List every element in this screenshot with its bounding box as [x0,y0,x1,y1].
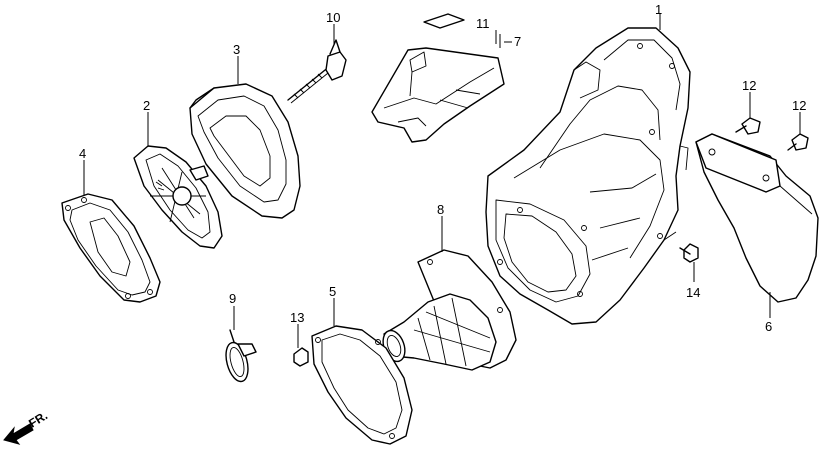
callout-4: 4 [79,146,86,161]
callout-12-b: 12 [792,98,806,113]
part-1-air-cleaner-case [485,27,691,325]
front-arrow-icon [3,423,34,445]
part-3-air-filter [189,83,301,219]
callout-12-a: 12 [742,78,756,93]
callout-2: 2 [143,98,150,113]
callout-10: 10 [326,10,340,25]
part-9-hose-clamp [225,329,257,383]
callout-3: 3 [233,42,240,57]
part-11-label-sticker [423,13,465,29]
callout-8: 8 [437,202,444,217]
callout-5: 5 [329,284,336,299]
part-5-gasket [311,325,413,445]
callout-7: 7 [514,34,521,49]
leader-lines [83,14,801,348]
part-2-element-holder [133,145,223,249]
callout-14: 14 [686,285,700,300]
part-4-gasket-plate [61,193,161,303]
callout-11: 11 [476,16,490,31]
part-6-side-plate [695,133,819,303]
callout-1: 1 [655,2,662,17]
part-7-cover-plate [371,47,505,143]
part-8-connecting-tube [382,249,517,371]
part-12-bolt-b [787,133,809,151]
part-13-nut [293,347,309,367]
callout-labels: 1 2 3 4 5 6 7 8 9 10 11 12 12 13 14 [79,2,806,334]
callout-9: 9 [229,291,236,306]
part-12-bolt-a [735,117,761,135]
part-10-wing-bolt [287,39,347,104]
callout-6: 6 [765,319,772,334]
front-direction-indicator: FR. [3,408,50,445]
part-14-bolt [679,243,699,263]
callout-13: 13 [290,310,304,325]
